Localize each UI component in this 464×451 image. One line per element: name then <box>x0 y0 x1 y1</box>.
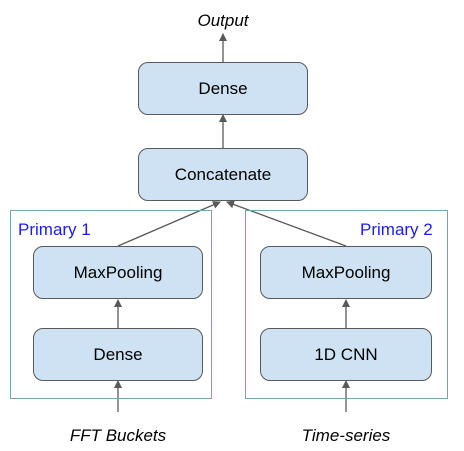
dense-left-label: Dense <box>93 344 143 364</box>
maxpool-right-label: MaxPooling <box>301 262 391 282</box>
maxpool-right-node: MaxPooling <box>260 246 432 299</box>
fft-buckets-label: FFT Buckets <box>69 426 167 445</box>
cnn-right-node: 1D CNN <box>260 328 432 381</box>
dense-top-label: Dense <box>198 78 248 98</box>
concatenate-label: Concatenate <box>174 164 272 184</box>
concatenate-node: Concatenate <box>138 148 308 201</box>
arrow-maxpool-left-to-concatenate <box>117 201 221 247</box>
dense-left-node: Dense <box>33 328 203 381</box>
arrow-maxpool-right-to-concatenate <box>226 200 347 247</box>
dense-top-node: Dense <box>138 62 308 115</box>
maxpool-left-label: MaxPooling <box>73 262 163 282</box>
primary-2-label: Primary 2 <box>360 220 433 239</box>
time-series-label: Time-series <box>301 426 391 445</box>
primary-1-label: Primary 1 <box>18 220 91 239</box>
primary-2-group <box>245 210 448 399</box>
primary-1-group <box>10 210 212 399</box>
output-label: Output <box>197 11 249 30</box>
cnn-right-label: 1D CNN <box>314 344 378 364</box>
maxpool-left-node: MaxPooling <box>33 246 203 299</box>
